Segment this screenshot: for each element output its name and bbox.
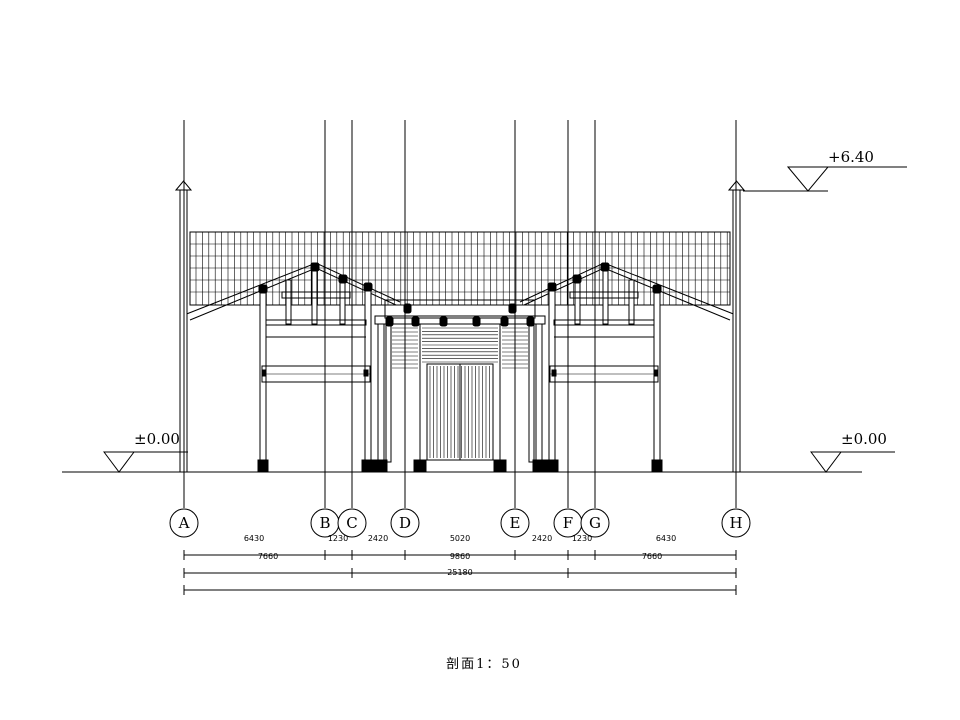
roof-tiles: [189, 231, 731, 306]
left-wing-frame: [257, 262, 375, 473]
dim-c-d: 2420: [368, 534, 388, 543]
axis-label: F: [563, 514, 573, 532]
dim-g-h: 6430: [656, 534, 676, 543]
dim-a-b: 6430: [244, 534, 264, 543]
dim-f-g: 1230: [572, 534, 592, 543]
dim-a-c: 7660: [258, 552, 278, 561]
axis-label: D: [399, 514, 411, 532]
axis-label: B: [319, 514, 330, 532]
level-mark-right: ±0.00: [810, 430, 895, 473]
axis-bubble-d: D: [390, 508, 420, 538]
axis-label: C: [346, 514, 357, 532]
dimension-row-1: 6430 1230 2420 5020 2420 1230 6430: [244, 534, 676, 543]
dim-d-e: 5020: [450, 534, 470, 543]
level-label-ground-left: ±0.00: [134, 430, 180, 448]
dim-c-f: 9860: [450, 552, 470, 561]
level-mark-left: ±0.00: [103, 430, 188, 473]
level-label-ground-right: ±0.00: [841, 430, 887, 448]
right-wing-frame: [545, 262, 663, 473]
dimension-lines: [183, 550, 737, 595]
axis-bubble-e: E: [500, 508, 530, 538]
dim-total: 25180: [447, 568, 472, 577]
axis-bubble-b: B: [310, 508, 340, 538]
axis-label: E: [510, 514, 521, 532]
axis-bubble-c: C: [337, 508, 367, 538]
axis-label: A: [178, 514, 190, 532]
dim-e-f: 2420: [532, 534, 552, 543]
dimension-row-3: 25180: [447, 568, 472, 577]
axis-bubble-g: G: [580, 508, 610, 538]
axis-bubble-h: H: [721, 508, 751, 538]
axis-label: H: [729, 514, 742, 532]
central-gate: [374, 299, 546, 473]
level-label-top: +6.40: [828, 148, 874, 166]
axis-label: G: [589, 514, 601, 532]
dim-b-c: 1230: [328, 534, 348, 543]
axis-bubble-f: F: [553, 508, 583, 538]
level-mark-top: +6.40: [743, 148, 907, 192]
drawing-caption: 剖面1：50: [446, 657, 522, 672]
dim-f-h: 7660: [642, 552, 662, 561]
dimension-row-2: 7660 9860 7660: [258, 552, 662, 561]
axis-bubble-a: A: [169, 508, 199, 538]
